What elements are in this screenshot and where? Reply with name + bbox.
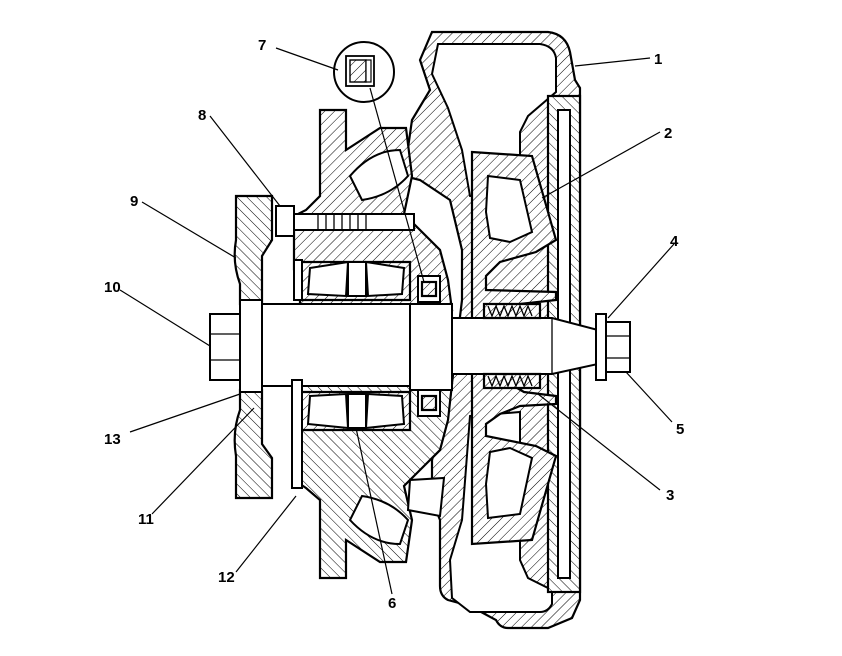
callout-10: 10 [104, 279, 121, 296]
pulley-nut [209, 299, 263, 393]
callout-2: 2 [664, 125, 672, 142]
retaining-ring [291, 259, 303, 489]
pulley-hub [233, 194, 274, 500]
leader-lines [119, 47, 675, 595]
tapered-roller-bearings [298, 260, 412, 432]
callout-1: 1 [654, 51, 662, 68]
callout-5: 5 [676, 421, 684, 438]
callout-13: 13 [104, 431, 121, 448]
pump-shaft [261, 303, 599, 391]
callout-4: 4 [670, 233, 679, 250]
impeller-nut [595, 313, 631, 381]
drain-plug [406, 476, 446, 518]
callout-9: 9 [130, 193, 138, 210]
callout-6: 6 [388, 595, 396, 612]
mechanical-seal [482, 302, 542, 390]
seal-detail-inset [333, 41, 395, 103]
callout-8: 8 [198, 107, 206, 124]
callout-12: 12 [218, 569, 235, 586]
callout-labels: 1 2 3 4 5 6 7 8 9 10 11 12 13 [104, 37, 684, 612]
oil-seal [417, 275, 441, 417]
callout-7: 7 [258, 37, 266, 54]
mounting-flange [292, 108, 454, 580]
callout-11: 11 [138, 511, 154, 528]
callout-3: 3 [666, 487, 674, 504]
flange-bolt [275, 205, 415, 237]
